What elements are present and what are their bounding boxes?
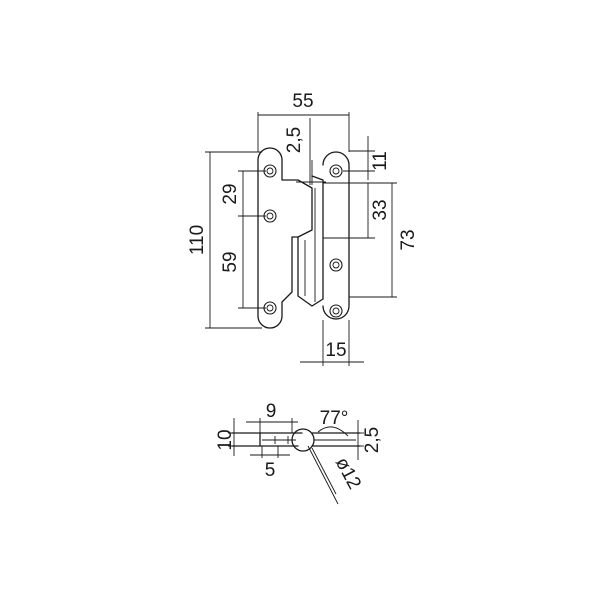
dim-10-label: 10 bbox=[215, 429, 236, 450]
hinge-section-view bbox=[231, 426, 361, 452]
section-angle-arc bbox=[317, 426, 349, 437]
right-leaf-hole-top bbox=[329, 164, 343, 178]
dim-11-label: 11 bbox=[370, 151, 391, 171]
left-leaf-hole-middle-inner bbox=[266, 212, 274, 220]
dim-2-5b-label: 2,5 bbox=[362, 427, 383, 453]
dim-15-label: 15 bbox=[325, 340, 346, 361]
right-leaf-hole-middle-inner bbox=[332, 261, 340, 269]
section-view-dimensions: 9 10 5 77° 2,5 ø12 bbox=[215, 401, 383, 505]
dim-o12-leader bbox=[307, 445, 339, 505]
hinge-knuckle bbox=[297, 175, 324, 307]
hinge-front-view bbox=[257, 147, 350, 329]
left-leaf-hole-top-inner bbox=[266, 167, 274, 175]
dim-55-label: 55 bbox=[292, 91, 313, 112]
right-leaf-hole-bottom-inner bbox=[332, 307, 340, 315]
right-leaf-hole-middle bbox=[329, 258, 343, 272]
dim-5-label: 5 bbox=[265, 460, 276, 481]
dim-9-label: 9 bbox=[266, 401, 277, 422]
dim-o12-leader-2 bbox=[311, 447, 337, 495]
dim-77-deg-label: 77° bbox=[320, 408, 349, 429]
dim-59-label: 59 bbox=[220, 251, 241, 272]
dim-33-label: 33 bbox=[370, 199, 391, 220]
dim-73-label: 73 bbox=[398, 229, 419, 250]
right-leaf-hole-top-inner bbox=[332, 167, 340, 175]
right-leaf-outline bbox=[322, 151, 350, 320]
dim-2-5-label: 2,5 bbox=[284, 127, 305, 153]
section-right-plate bbox=[311, 432, 361, 447]
left-leaf-hole-bottom-inner bbox=[266, 304, 274, 312]
dim-o12-label: ø12 bbox=[331, 454, 365, 493]
dim-29-label: 29 bbox=[220, 183, 241, 204]
front-view-dimensions: 55 2,5 11 33 73 110 29 59 bbox=[187, 91, 419, 366]
dim-110-label: 110 bbox=[187, 225, 208, 255]
right-leaf-hole-bottom bbox=[329, 304, 343, 318]
